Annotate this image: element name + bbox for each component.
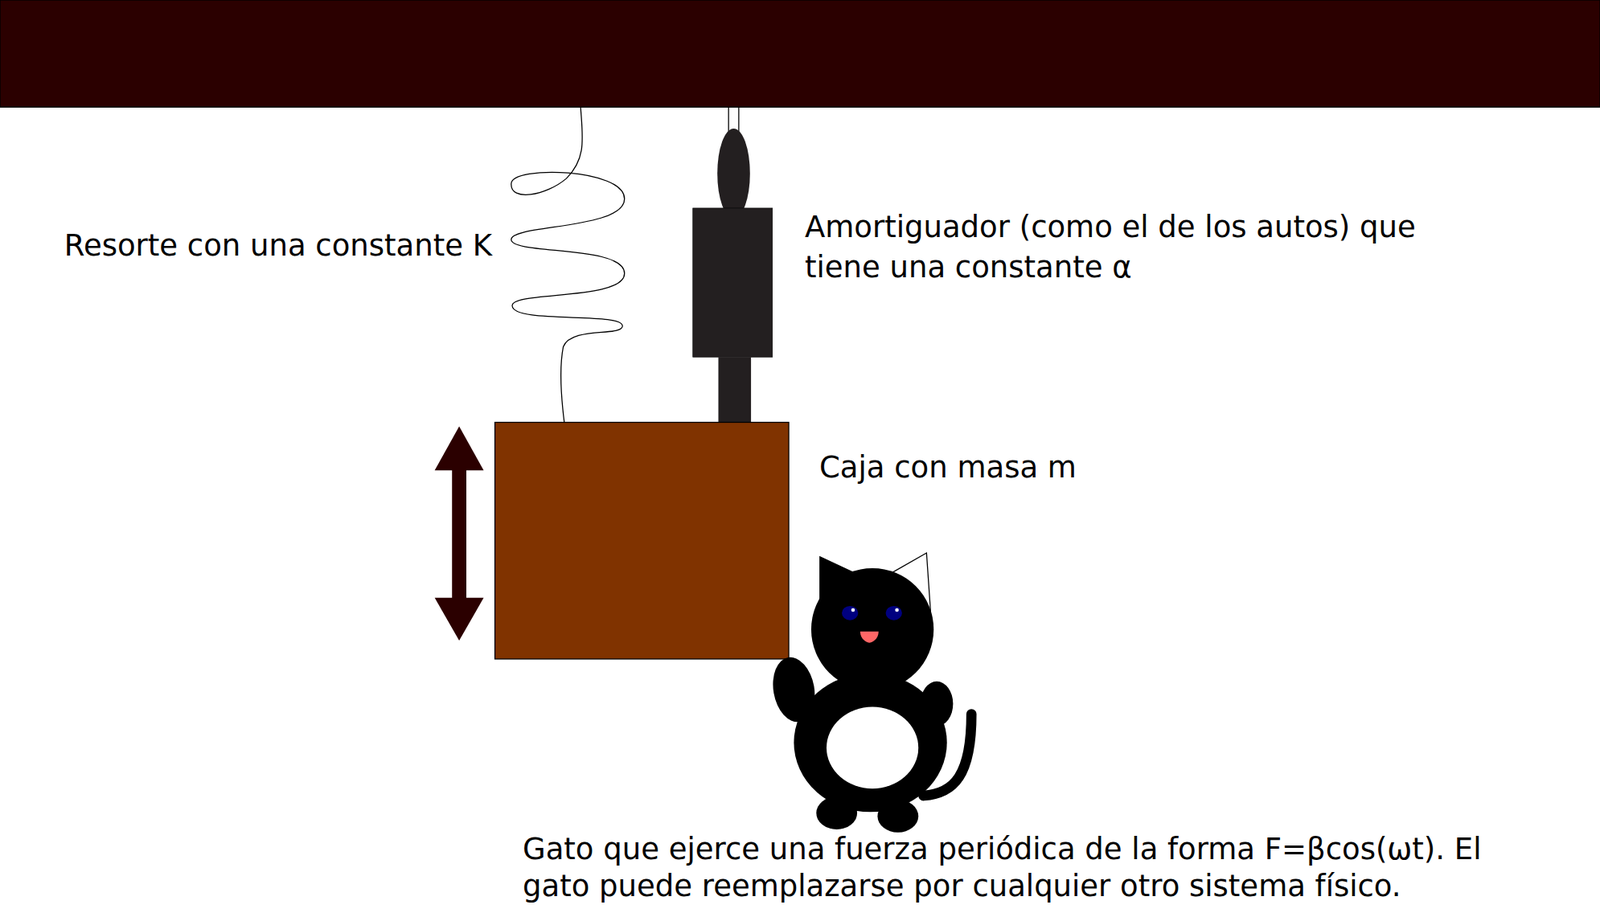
cat-arm	[767, 654, 820, 727]
arrow-head	[434, 426, 485, 472]
cat-eye-shine	[894, 608, 899, 613]
spring	[511, 106, 625, 423]
arrow-shaft	[451, 468, 467, 601]
spring-label: Resorte con una constante K	[64, 228, 493, 264]
cat-nose	[860, 631, 879, 644]
arrow-head	[434, 598, 485, 641]
cat-eye	[841, 606, 858, 621]
damper-piston	[717, 356, 751, 423]
cat-belly	[826, 707, 919, 790]
mass-box	[495, 422, 790, 659]
mass-label: Caja con masa m	[819, 450, 1077, 486]
cat-note: Gato que ejerce una fuerza periódica de …	[522, 831, 1552, 906]
cat-arm	[920, 681, 954, 727]
damper-label: Amortiguador (como el de los autos) que …	[804, 207, 1440, 289]
cat-head	[811, 568, 934, 691]
cat-eye-shine	[851, 608, 856, 613]
damper-body	[693, 208, 773, 357]
damper-top	[717, 128, 751, 219]
ceiling	[0, 0, 1600, 107]
cat-eye	[886, 606, 903, 621]
